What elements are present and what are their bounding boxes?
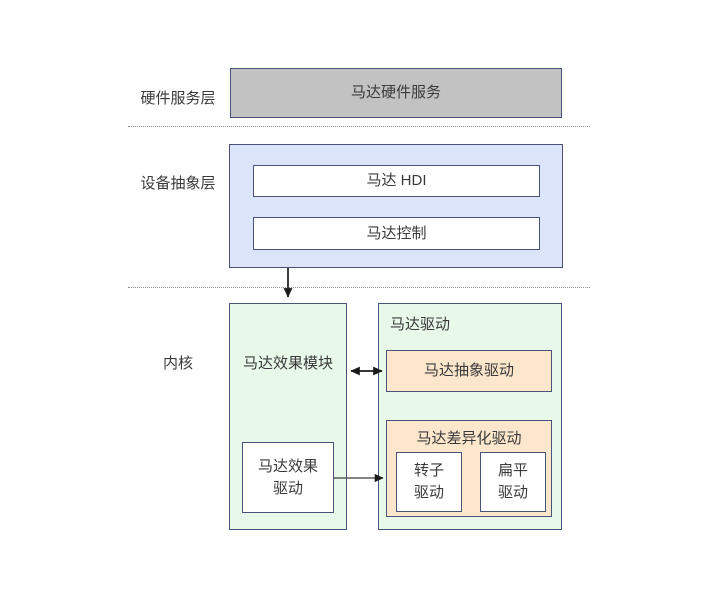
layer-label-hardware-service: 硬件服务层 — [140, 90, 216, 107]
rotor-driver-line1: 转子 — [413, 462, 444, 480]
layer-label-device-abstraction: 设备抽象层 — [140, 175, 216, 192]
box-motor-hdi[interactable]: 马达 HDI — [253, 165, 540, 197]
box-motor-driver-label: 马达驱动 — [390, 316, 451, 333]
motor-effect-driver-line2: 驱动 — [272, 479, 303, 497]
box-motor-differentiated-driver-label: 马达差异化驱动 — [416, 430, 522, 447]
flat-driver-line1: 扁平 — [497, 462, 528, 480]
rotor-driver-line2: 驱动 — [413, 484, 444, 501]
flat-driver-line2: 驱动 — [497, 484, 528, 501]
box-motor-effect-driver[interactable]: 马达效果 驱动 — [242, 442, 334, 513]
motor-effect-driver-line1: 马达效果 — [257, 457, 318, 475]
box-motor-hardware-service[interactable]: 马达硬件服务 — [230, 68, 562, 118]
box-motor-abstract-driver[interactable]: 马达抽象驱动 — [386, 350, 552, 392]
box-rotor-driver[interactable]: 转子 驱动 — [396, 452, 462, 512]
box-flat-driver[interactable]: 扁平 驱动 — [480, 452, 546, 512]
divider-hardware-abstraction — [128, 126, 590, 127]
box-motor-control[interactable]: 马达控制 — [253, 217, 540, 250]
box-motor-effect-module-label: 马达效果模块 — [242, 355, 333, 372]
layer-label-kernel: 内核 — [162, 355, 193, 372]
divider-abstraction-kernel — [128, 287, 590, 288]
